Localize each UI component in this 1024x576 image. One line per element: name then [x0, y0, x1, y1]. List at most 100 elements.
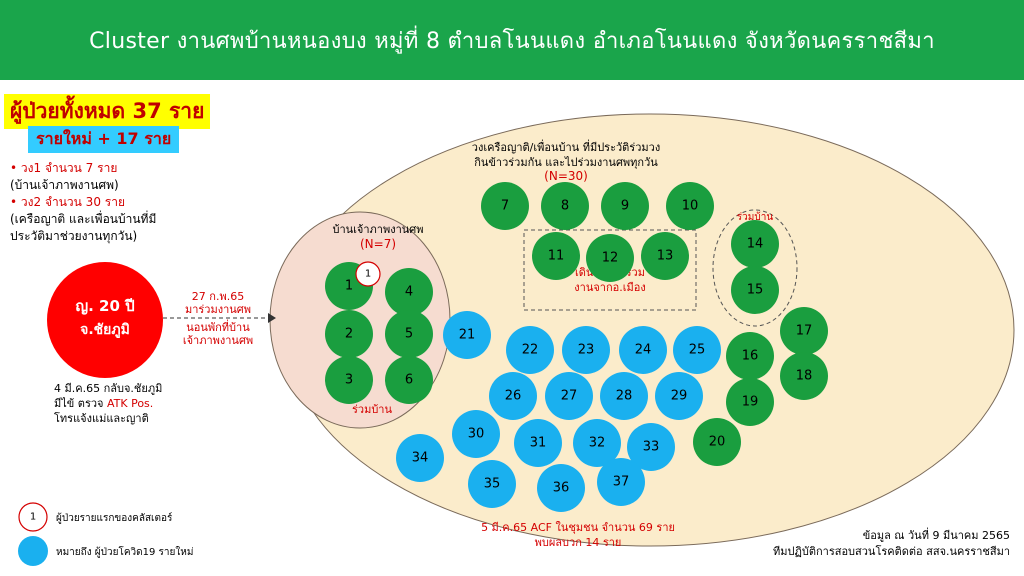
case-6-circle — [385, 356, 433, 404]
legend-first-case-number: 1 — [30, 512, 36, 523]
case-20-label: 20 — [709, 435, 726, 450]
case-10-circle — [666, 182, 714, 230]
first-case-marker — [355, 261, 381, 287]
case-8-circle — [541, 182, 589, 230]
case-33-label: 33 — [643, 440, 660, 455]
acf-label-1: 5 มี.ค.65 ACF ในชุมชน จำนวน 69 ราย — [481, 521, 675, 534]
case-21-label: 21 — [459, 328, 476, 343]
legend-first-case-icon — [18, 502, 48, 532]
case-35-label: 35 — [484, 477, 501, 492]
case-37-circle — [597, 458, 645, 506]
index-note-1: 4 มี.ค.65 กลับจ.ชัยภูมิ — [54, 382, 163, 395]
total-cases: ผู้ป่วยทั้งหมด 37 ราย — [4, 94, 211, 129]
case-7-label: 7 — [501, 199, 509, 214]
index-note-2: มีไข้ ตรวจ ATK Pos. — [54, 396, 162, 411]
case-23-label: 23 — [578, 343, 595, 358]
first-case-marker-label: 1 — [365, 269, 371, 280]
index-note-2a: มีไข้ ตรวจ — [54, 397, 107, 410]
arrow-head — [268, 313, 276, 323]
case-23-circle — [562, 326, 610, 374]
case-30-label: 30 — [468, 427, 485, 442]
case-32-label: 32 — [589, 436, 606, 451]
case-29-label: 29 — [671, 389, 688, 404]
case-19-circle — [726, 378, 774, 426]
arrow-label-1: มาร่วมงานศพ — [185, 303, 251, 316]
legend-new-case: หมายถึง ผู้ป่วยโควิด19 รายใหม่ — [56, 547, 194, 558]
inner-count: (N=7) — [360, 237, 396, 251]
case-11-circle — [532, 232, 580, 280]
index-note-3: โทรแจ้งแม่และญาติ — [54, 412, 149, 425]
case-34-circle — [396, 434, 444, 482]
legend-first-case: ผู้ป่วยรายแรกของคลัสเตอร์ — [56, 513, 173, 524]
case-16-circle — [726, 332, 774, 380]
co-living-label: ร่วมบ้าน — [737, 211, 774, 223]
outer-count: (N=30) — [544, 169, 588, 183]
case-28-circle — [600, 372, 648, 420]
case-24-circle — [619, 326, 667, 374]
ring2-count: • วง2 จำนวน 30 ราย — [10, 195, 125, 209]
header-banner: Cluster งานศพบ้านหนองบง หมู่ที่ 8 ตำบลโน… — [0, 0, 1024, 80]
case-14-circle — [731, 220, 779, 268]
travel-group-box — [523, 229, 697, 311]
case-9-label: 9 — [621, 199, 629, 214]
case-13-circle — [641, 232, 689, 280]
ring-summary: • วง1 จำนวน 7 ราย (บ้านเจ้าภาพงานศพ) • ว… — [10, 160, 180, 245]
footer-date: ข้อมูล ณ วันที่ 9 มีนาคม 2565 — [862, 529, 1010, 542]
ring2-desc-1: (เครือญาติ และเพื่อนบ้านที่มี — [10, 212, 157, 226]
case-26-circle — [489, 372, 537, 420]
index-note-2b: ATK Pos. — [106, 397, 154, 410]
case-27-label: 27 — [561, 389, 578, 404]
ring1-count-text: วง1 จำนวน 7 ราย — [20, 161, 118, 175]
travel-label-2: งานจากอ.เมือง — [574, 281, 645, 294]
case-32-circle — [573, 419, 621, 467]
arrow-label-2: นอนพักที่บ้าน — [186, 319, 250, 334]
case-14-label: 14 — [747, 237, 764, 252]
page-title: Cluster งานศพบ้านหนองบง หมู่ที่ 8 ตำบลโน… — [89, 28, 935, 54]
case-25-circle — [673, 326, 721, 374]
case-24-label: 24 — [635, 343, 652, 358]
arrow-label-3: เจ้าภาพงานศพ — [183, 334, 253, 347]
case-5-circle — [385, 310, 433, 358]
case-28-label: 28 — [616, 389, 633, 404]
case-12-label: 12 — [602, 251, 619, 266]
ring1-desc: (บ้านเจ้าภาพงานศพ) — [10, 178, 119, 192]
case-3-circle — [325, 356, 373, 404]
case-17-label: 17 — [796, 324, 813, 339]
case-4-label: 4 — [405, 285, 413, 300]
footer: ข้อมูล ณ วันที่ 9 มีนาคม 2565 ทีมปฏิบัติ… — [773, 528, 1010, 560]
outer-title-1: วงเครือญาติ/เพื่อนบ้าน ที่มีประวัติร่วมว… — [472, 139, 660, 154]
outer-title-2: กินข้าวร่วมกัน และไปร่วมงานศพทุกวัน — [474, 156, 658, 169]
case-8-label: 8 — [561, 199, 569, 214]
acf-label-2: พบผลบวก 14 ราย — [535, 536, 622, 549]
case-13-label: 13 — [657, 249, 674, 264]
case-36-label: 36 — [553, 481, 570, 496]
footer-team: ทีมปฏิบัติการสอบสวนโรคติดต่อ สสจ.นครราชส… — [772, 545, 1010, 558]
case-1-label: 1 — [345, 279, 353, 294]
case-6-label: 6 — [405, 373, 413, 388]
index-case-line1: ญ. 20 ปี — [75, 297, 134, 315]
case-33-circle — [627, 423, 675, 471]
case-12-circle — [586, 234, 634, 282]
case-5-label: 5 — [405, 327, 413, 342]
index-case-note: 4 มี.ค.65 กลับจ.ชัยภูมิ มีไข้ ตรวจ ATK P… — [54, 381, 162, 426]
case-15-label: 15 — [747, 283, 764, 298]
case-27-circle — [545, 372, 593, 420]
inner-together-label: ร่วมบ้าน — [352, 403, 392, 416]
case-17-circle — [780, 307, 828, 355]
case-18-label: 18 — [796, 369, 813, 384]
legend-new-case-icon — [18, 536, 48, 566]
case-3-label: 3 — [345, 373, 353, 388]
ring2-desc-2: ประวัติมาช่วยงานทุกวัน) — [10, 229, 138, 243]
ring1-count: • วง1 จำนวน 7 ราย — [10, 161, 118, 175]
case-35-circle — [468, 460, 516, 508]
case-22-circle — [506, 326, 554, 374]
case-11-label: 11 — [548, 249, 565, 264]
case-29-circle — [655, 372, 703, 420]
case-37-label: 37 — [613, 475, 630, 490]
case-18-circle — [780, 352, 828, 400]
ring2-count-text: วง2 จำนวน 30 ราย — [20, 195, 125, 209]
case-36-circle — [537, 464, 585, 512]
case-4-circle — [385, 268, 433, 316]
